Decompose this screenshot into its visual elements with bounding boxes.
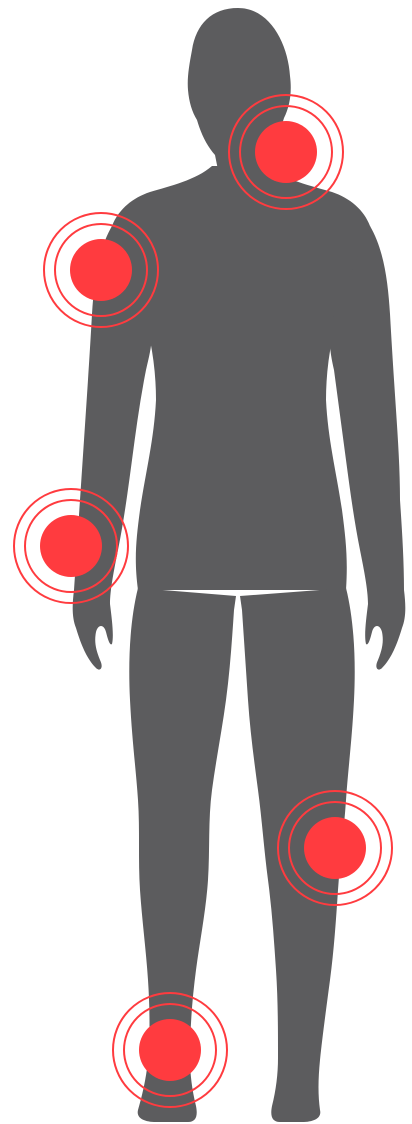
pain-marker-dot: [139, 1019, 201, 1081]
pain-marker-dot: [70, 239, 132, 301]
body-silhouette: [73, 8, 406, 1122]
pain-marker-dot: [304, 817, 366, 879]
pain-marker-dot: [255, 121, 317, 183]
pain-marker-dot: [40, 515, 102, 577]
